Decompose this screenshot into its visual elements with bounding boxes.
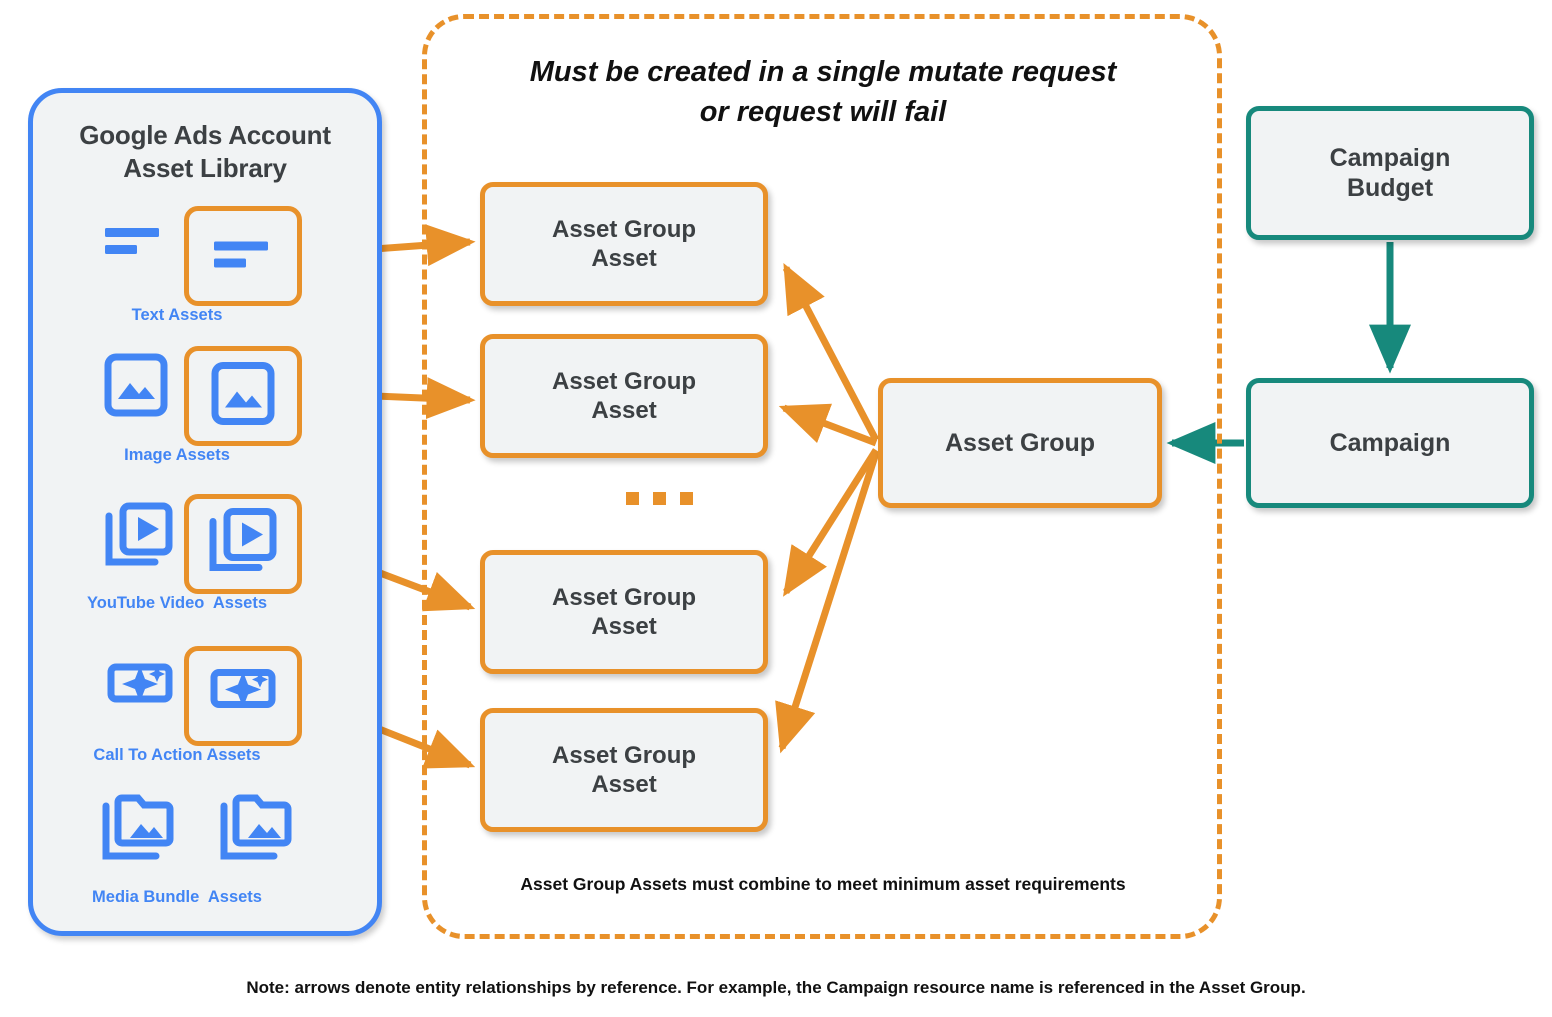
asset-label-image: Image Assets — [124, 446, 230, 464]
aga-4-line1: Asset Group — [551, 741, 697, 769]
media-bundle-folder-icon-second — [218, 788, 298, 871]
image-icon — [210, 361, 276, 432]
aga-2-line1: Asset Group — [551, 367, 697, 395]
mutate-heading-line2: or request will fail — [699, 96, 947, 129]
ellipsis-dot — [653, 492, 666, 505]
mutate-heading-line1: Must be created in a single mutate reque… — [529, 56, 1117, 88]
campaign-budget-line2: Budget — [1346, 174, 1434, 202]
asset-icons-cta — [0, 646, 354, 746]
panel-title: Google Ads Account Asset Library — [33, 119, 377, 186]
aga-1-line2: Asset — [591, 245, 657, 272]
asset-icons-text — [0, 206, 354, 306]
asset-icons-image — [0, 346, 354, 446]
asset-group-asset-node-3[interactable]: Asset Group Asset — [480, 550, 768, 674]
aga-3-line2: Asset — [591, 613, 657, 640]
footer-note: Note: arrows denote entity relationships… — [246, 978, 1306, 997]
asset-library-panel: Google Ads Account Asset Library — [28, 88, 382, 936]
call-to-action-icon — [103, 662, 177, 719]
asset-group-label: Asset Group — [944, 428, 1096, 457]
mutate-request-container — [422, 14, 1222, 939]
asset-label-media-bundle: Media Bundle Assets — [92, 888, 262, 906]
panel-title-line1: Google Ads Account — [79, 120, 331, 150]
campaign-label: Campaign — [1329, 428, 1451, 457]
asset-label-text: Text Assets — [131, 306, 223, 324]
mutate-footnote: Asset Group Assets must combine to meet … — [520, 874, 1126, 894]
text-lines-icon — [103, 218, 165, 267]
asset-group-asset-node-2[interactable]: Asset Group Asset — [480, 334, 768, 458]
asset-icons-video — [0, 494, 354, 594]
asset-group-asset-node-4[interactable]: Asset Group Asset — [480, 708, 768, 832]
aga-4-line2: Asset — [591, 771, 657, 798]
aga-3-line1: Asset Group — [551, 583, 697, 611]
text-lines-icon — [212, 232, 274, 281]
video-stack-icon — [207, 506, 279, 583]
panel-title-line2: Asset Library — [123, 153, 287, 184]
video-stack-icon — [103, 500, 175, 577]
asset-icons-media-bundle — [0, 788, 354, 880]
aga-1-line1: Asset Group — [551, 215, 697, 243]
call-to-action-icon-highlighted[interactable] — [184, 646, 302, 746]
asset-label-video: YouTube Video Assets — [86, 594, 267, 612]
asset-group-asset-node-1[interactable]: Asset Group Asset — [480, 182, 768, 306]
ellipsis-indicator — [626, 492, 693, 505]
ellipsis-dot — [680, 492, 693, 505]
image-icon — [103, 352, 169, 423]
call-to-action-icon — [206, 668, 280, 725]
video-stack-icon-highlighted[interactable] — [184, 494, 302, 594]
campaign-budget-node[interactable]: Campaign Budget — [1246, 106, 1534, 240]
ellipsis-dot — [626, 492, 639, 505]
asset-group-node[interactable]: Asset Group — [878, 378, 1162, 508]
asset-label-cta: Call To Action Assets — [93, 746, 261, 764]
campaign-node[interactable]: Campaign — [1246, 378, 1534, 508]
image-icon-highlighted[interactable] — [184, 346, 302, 446]
aga-2-line2: Asset — [591, 397, 657, 424]
campaign-budget-line1: Campaign — [1329, 143, 1451, 172]
media-bundle-folder-icon — [100, 788, 180, 871]
mutate-heading: Must be created in a single mutate reque… — [452, 52, 1194, 132]
text-lines-icon-highlighted[interactable] — [184, 206, 302, 306]
